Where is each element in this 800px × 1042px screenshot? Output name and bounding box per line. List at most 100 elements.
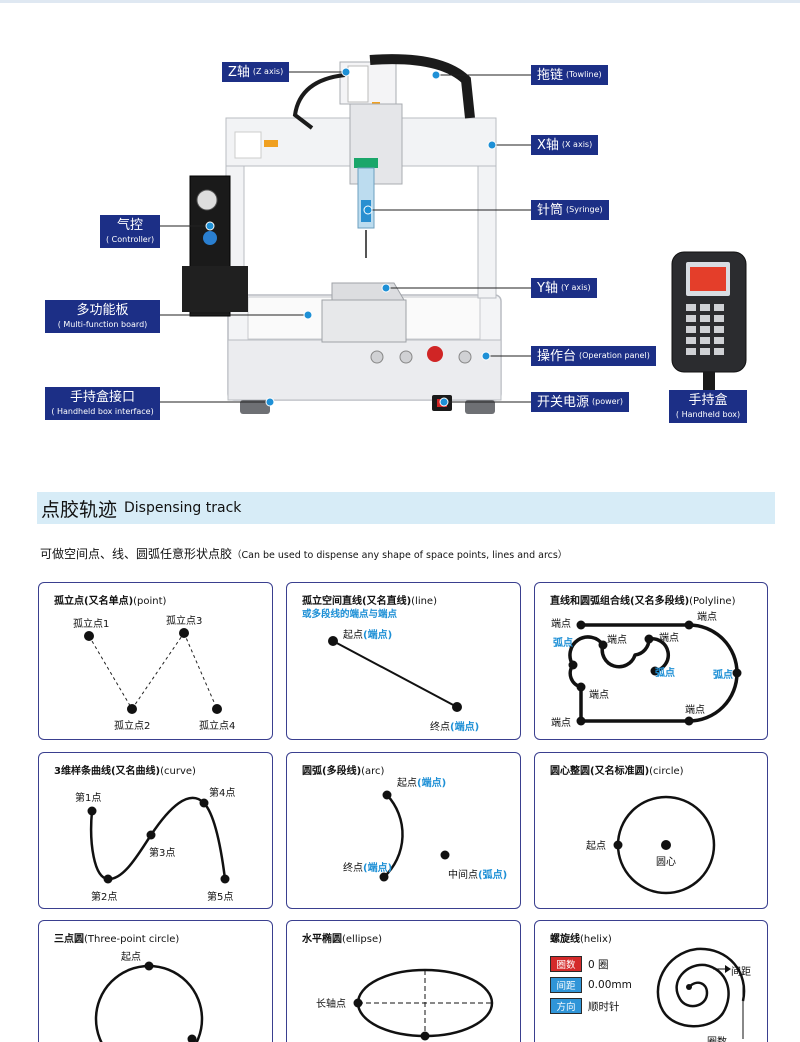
card-line-subtitle: 或多段线的端点与端点: [302, 609, 398, 620]
section-desc-cn: 可做空间点、线、圆弧任意形状点胶: [40, 547, 233, 561]
card-line-title-cn: 孤立空间直线(又名直线): [302, 596, 412, 607]
label-z-axis-cn: Z轴: [228, 64, 250, 80]
card-three-point-drawing: 起点: [94, 951, 204, 1042]
helix-turns-value: 0 圈: [588, 958, 609, 971]
card-polyline-title-en: (Polyline): [689, 596, 736, 607]
card-helix-title: 螺旋线(helix): [550, 930, 612, 945]
label-x-axis-cn: X轴: [537, 137, 559, 153]
label-operation-panel-en: (Operation panel): [579, 351, 650, 360]
label-y-axis-cn: Y轴: [537, 280, 558, 296]
label-multi-function-board-cn: 多功能板: [76, 303, 129, 318]
label-syringe: 针筒(Syringe): [531, 200, 609, 220]
machine-illustration: [160, 54, 747, 414]
card-polyline-title: 直线和圆弧组合线(又名多段线)(Polyline): [550, 592, 735, 607]
label-z-axis: Z轴(Z axis): [222, 62, 290, 82]
card-curve-drawing: 第1点 第2点 第3点 第4点 第5点: [75, 786, 235, 903]
point-label-1: 孤立点1: [73, 617, 109, 630]
curve-label-3: 第3点: [149, 846, 175, 859]
curve-label-1: 第1点: [75, 791, 101, 804]
arc-end-label: 终点(端点): [343, 861, 392, 874]
card-arc-drawing: 起点(端点) 终点(端点) 中间点(弧点): [343, 776, 507, 882]
card-point-title: 孤立点(又名单点)(point): [54, 592, 166, 607]
label-multi-function-board-en: ( Multi-function board): [57, 320, 148, 329]
line-start-dot: [328, 636, 338, 646]
circle-start-label: 起点: [586, 840, 606, 852]
card-ellipse-drawing: 长轴点: [316, 968, 494, 1041]
polyline-arcpoint-label-3: 弧点: [713, 668, 733, 681]
point-label-2: 孤立点2: [114, 719, 150, 732]
three-point-start-label: 起点: [121, 951, 141, 963]
section-desc-en: （Can be used to dispense any shape of sp…: [232, 550, 568, 561]
section-title-en: Dispensing track: [124, 500, 242, 516]
label-handheld-box-cn: 手持盒: [688, 393, 728, 408]
label-towline: 拖链(Towline): [531, 65, 608, 85]
helix-drawing: 间距 圈数: [656, 947, 751, 1042]
card-curve-title: 3维样条曲线(又名曲线)(curve): [54, 762, 196, 777]
card-helix-title-en: (helix): [580, 934, 612, 945]
polyline-endpoint-label-4: 端点: [697, 610, 717, 623]
helix-pitch-value: 0.00mm: [588, 979, 632, 991]
card-point-title-cn: 孤立点(又名单点): [54, 596, 134, 607]
section-header: 点胶轨迹 Dispensing track: [37, 492, 775, 524]
label-handheld-box: 手持盒 ( Handheld box): [669, 390, 747, 423]
label-multi-function-board: 多功能板 ( Multi-function board): [45, 300, 160, 333]
line-end-dot: [452, 702, 462, 712]
helix-direction-badge: 方向: [550, 998, 582, 1014]
top-divider: [0, 0, 800, 3]
helix-turns-row: 圈数 0 圈: [550, 956, 609, 972]
ellipse-major-label: 长轴点: [316, 997, 346, 1010]
card-point-title-en: (point): [133, 596, 167, 607]
line-end-label: 终点(端点): [430, 720, 479, 733]
card-helix: 螺旋线(helix) 圈数 0 圈 间距 0.00mm 方向 顺时针 间距 圈数: [534, 920, 768, 1042]
label-controller-en: ( Controller): [106, 235, 155, 244]
card-line-drawing: 起点(端点) 终点(端点): [328, 628, 479, 733]
curve-label-4: 第4点: [209, 786, 235, 799]
curve-label-2: 第2点: [91, 890, 117, 903]
card-polyline-title-cn: 直线和圆弧组合线(又名多段线): [550, 596, 690, 607]
card-three-point-title: 三点圆(Three-point circle): [54, 930, 179, 945]
label-handheld-interface-en: ( Handheld box interface): [51, 407, 154, 416]
label-operation-panel: 操作台(Operation panel): [531, 346, 656, 366]
label-controller: 气控( Controller): [100, 215, 160, 248]
card-curve-title-en: (curve): [160, 766, 196, 777]
card-curve-title-cn: 3维样条曲线(又名曲线): [54, 766, 161, 777]
helix-pitch-annotation: 间距: [731, 965, 751, 978]
label-handheld-interface-cn: 手持盒接口: [69, 390, 135, 405]
card-arc-title-en: (arc): [361, 766, 385, 777]
label-x-axis: X轴(X axis): [531, 135, 599, 155]
point-dot-3: [179, 628, 189, 638]
card-three-point-title-cn: 三点圆: [54, 934, 84, 945]
card-arc: 圆弧(多段线)(arc) 起点(端点) 终点(端点) 中间点(弧点): [286, 752, 521, 909]
label-z-axis-en: (Z axis): [252, 67, 284, 76]
polyline-endpoint-label-7: 端点: [551, 716, 571, 729]
label-power-en: (power): [592, 397, 623, 406]
card-line: 起点(端点) 终点(端点) 孤立空间直线(又名直线)(line) 或多段线的端点…: [286, 582, 521, 740]
helix-turns-annotation: 圈数: [707, 1035, 727, 1042]
point-dot-2: [127, 704, 137, 714]
card-curve: 3维样条曲线(又名曲线)(curve) 第1点 第2点 第3点 第4点 第5点: [38, 752, 273, 909]
curve-label-5: 第5点: [207, 890, 233, 903]
point-dot-1: [84, 631, 94, 641]
arc-start-label: 起点(端点): [397, 776, 446, 789]
label-syringe-en: (Syringe): [566, 205, 603, 214]
card-polyline: 直线和圆弧组合线(又名多段线)(Polyline) 端点 弧点 端点 端点 端点…: [534, 582, 768, 740]
label-handheld-box-en: ( Handheld box): [675, 410, 741, 419]
point-dot-4: [212, 704, 222, 714]
helix-direction-value: 顺时针: [588, 1000, 620, 1013]
arc-mid-label: 中间点(弧点): [448, 868, 507, 881]
polyline-endpoint-label: 端点: [551, 617, 571, 630]
label-y-axis-en: (Y axis): [560, 283, 591, 292]
card-three-point-circle: 三点圆(Three-point circle) 起点: [38, 920, 273, 1042]
polyline-endpoint-label-6: 端点: [685, 703, 705, 716]
card-circle-title-cn: 圆心整圆(又名标准圆): [550, 766, 650, 777]
section-description: 可做空间点、线、圆弧任意形状点胶（Can be used to dispense…: [40, 543, 567, 562]
polyline-arcpoint-label-2: 弧点: [655, 666, 675, 679]
card-arc-title: 圆弧(多段线)(arc): [302, 762, 384, 777]
card-circle: 圆心整圆(又名标准圆)(circle) 起点 圆心: [534, 752, 768, 909]
card-point-drawing: 孤立点1 孤立点2 孤立点3 孤立点4: [73, 614, 235, 732]
label-operation-panel-cn: 操作台: [537, 348, 577, 364]
label-power: 开关电源(power): [531, 392, 629, 412]
circle-center-label: 圆心: [656, 856, 676, 868]
card-point: 孤立点(又名单点)(point) 孤立点1 孤立点2 孤立点3 孤立点4: [38, 582, 273, 740]
